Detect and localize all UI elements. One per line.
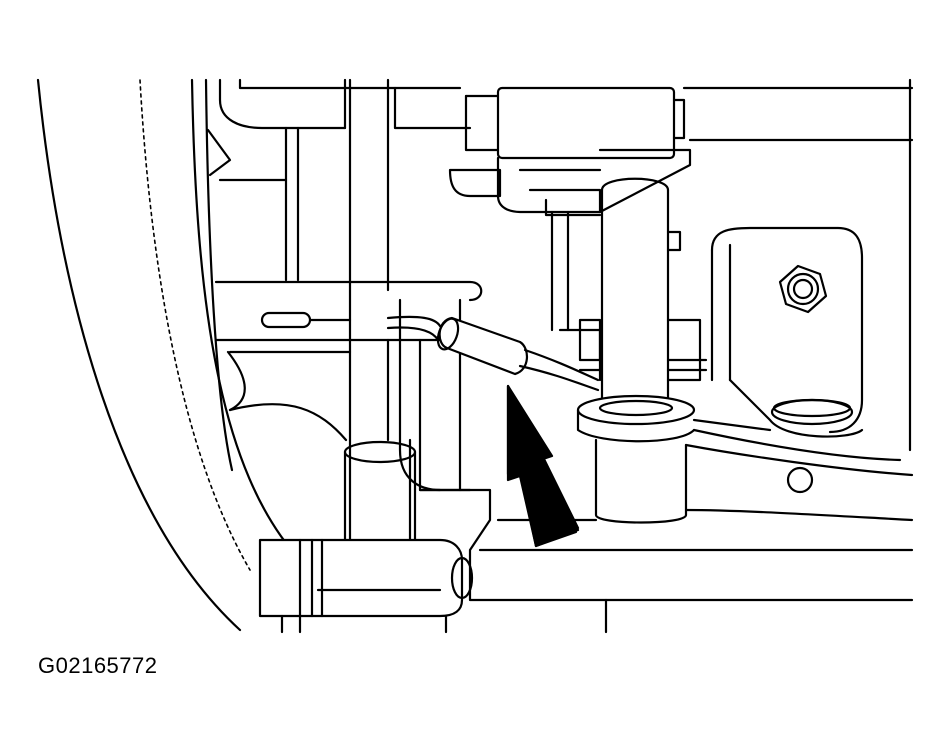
ball-end: [786, 466, 814, 494]
outer-panel-edge: [36, 78, 302, 632]
figure-code-label: G02165772: [38, 653, 158, 678]
floor-lines: [418, 488, 914, 634]
shaft-collar: [576, 394, 696, 524]
vertical-shaft: [550, 177, 682, 410]
stacked-plates: [558, 318, 708, 382]
lower-fork: [258, 538, 474, 634]
hex-bolt: [778, 264, 828, 314]
upper-actuator-block: [448, 86, 692, 217]
cable-with-boot: [386, 315, 600, 392]
bracket-plate: [214, 280, 483, 492]
mounting-bracket: [684, 226, 914, 477]
upper-frame: [206, 78, 472, 282]
round-stud: [770, 398, 854, 426]
vertical-rod: [343, 78, 417, 542]
pin-clip: [260, 311, 352, 329]
callout-arrow: [506, 384, 580, 548]
right-edge: [682, 78, 914, 452]
